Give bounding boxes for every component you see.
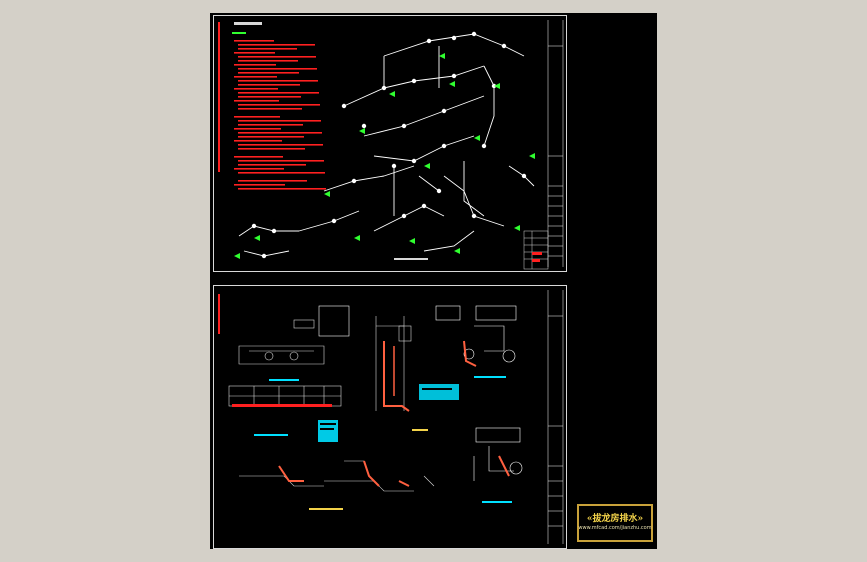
fixture-symbol [389,91,395,97]
fixture-symbol [354,235,360,241]
note-line [238,120,321,122]
pipe-fitting [521,173,527,179]
note-line [238,124,303,126]
note-line [234,64,276,66]
note-line [238,80,318,82]
note-line [238,172,325,174]
pipe-fitting [451,35,457,41]
pipe-fittings [251,31,527,259]
pipe-fitting [411,158,417,164]
fixture-symbols [234,53,535,259]
pipe-run-detail [239,460,435,492]
fixture-symbol [324,191,330,197]
watermark-logo: «拔龙房排水» www.mfcad.com/jianzhu.com [577,504,653,542]
legend-table [523,230,549,270]
note-line [238,96,301,98]
riser-detail [375,316,412,411]
fixture-symbol [449,81,455,87]
pipe-fitting [391,163,397,169]
pipe-fitting [441,108,447,114]
note-line [238,160,324,162]
note-line [234,128,281,130]
design-notes [234,40,326,190]
pipe-fitting [261,253,267,259]
note-line [234,88,278,90]
fixture-symbol [409,238,415,244]
note-line [238,68,317,70]
fixture-symbol [234,253,240,259]
note-line [238,44,315,46]
system-diagram-drawing [218,20,564,270]
note-line [238,132,322,134]
fixture-detail-a [435,305,517,363]
note-line [238,60,298,62]
fixture-symbol [474,135,480,141]
pipe-fitting [441,143,447,149]
pipe-fitting [361,123,367,129]
note-line [238,148,305,150]
drawing-canvas[interactable] [210,13,657,549]
pipe-fitting [381,85,387,91]
note-line [238,108,302,110]
fixture-symbol [254,235,260,241]
pipe-fitting [401,123,407,129]
pipe-fitting [481,143,487,149]
fixture-symbol [359,128,365,134]
pipe-fitting [271,228,277,234]
trench-section-detail [238,305,350,365]
fixture-symbol [439,53,445,59]
note-line [234,40,274,42]
fixture-symbol [494,83,500,89]
note-line [238,92,319,94]
note-line [238,164,306,166]
title-block [547,20,564,267]
watermark-title: «拔龙房排水» [586,514,644,524]
detail-drawings [218,290,564,544]
pipe-fitting [501,43,507,49]
pipe-fitting [331,218,337,224]
fixture-symbol [529,153,535,159]
pipe-fitting [351,178,357,184]
note-line [234,100,279,102]
drawing-sheet-bottom[interactable] [213,285,567,549]
fixture-symbol [454,248,460,254]
pipe-fitting [471,31,477,37]
note-line [238,84,300,86]
watermark-url: www.mfcad.com/jianzhu.com [578,525,652,531]
pipe-fitting [401,213,407,219]
note-line [238,56,316,58]
pipe-fitting [411,78,417,84]
note-line [234,76,277,78]
pipe-fitting [341,103,347,109]
note-line [238,136,304,138]
note-line [234,52,275,54]
note-line [238,48,297,50]
title-block [547,290,564,544]
note-line [234,168,284,170]
pipe-fitting [421,203,427,209]
note-line [238,72,299,74]
fixture-symbol [424,163,430,169]
note-line [238,180,307,182]
pipe-fitting [471,213,477,219]
note-line [234,116,280,118]
note-line [238,144,323,146]
note-line [238,188,326,190]
pipe-fitting [451,73,457,79]
note-line [234,184,285,186]
drawing-sheet-top[interactable] [213,15,567,272]
longitudinal-section-detail [228,385,342,407]
pipe-fitting [436,188,442,194]
note-line [234,140,282,142]
fixture-symbol [514,225,520,231]
pipe-fitting [426,38,432,44]
note-line [238,104,320,106]
fixture-detail-b [473,427,523,481]
note-line [234,156,283,158]
pipe-fitting [251,223,257,229]
